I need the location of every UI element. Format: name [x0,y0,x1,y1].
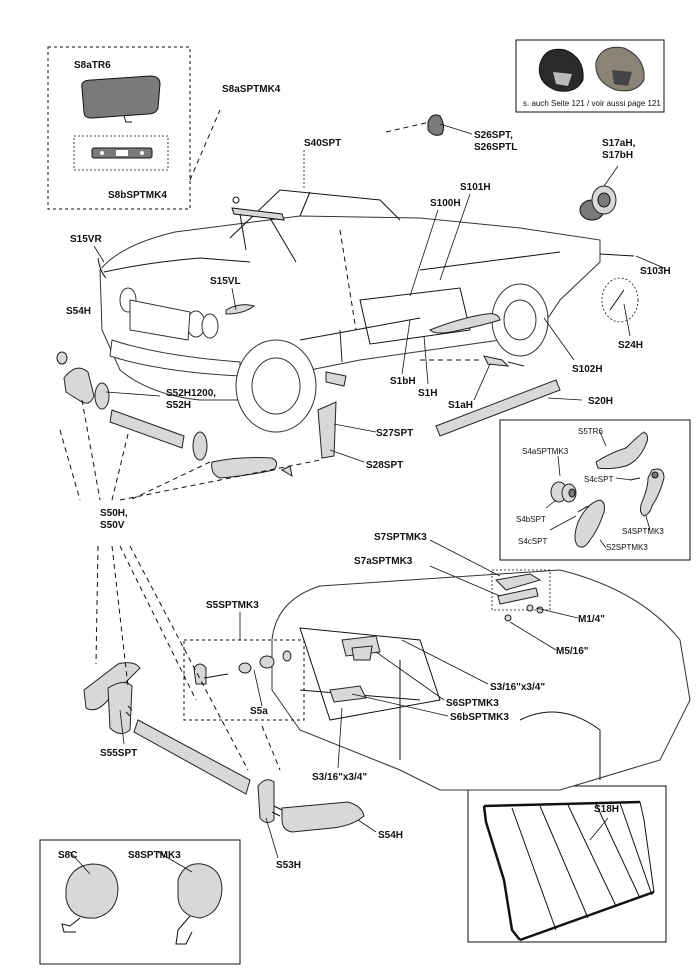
bumper-bar-front [109,409,185,449]
label-s1ah: S1aH [448,400,473,411]
label-s4sptmk3: S4SPTMK3 [622,527,664,536]
door-lever-handle [574,499,605,548]
rubber-pad-left [94,382,110,410]
label-s8bsptmk4: S8bSPTMK4 [108,190,167,201]
rear-bumper-bar [133,719,251,795]
label-s1bh: S1bH [390,376,416,387]
label-s15vr: S15VR [70,234,102,245]
gear-knob-wood [595,46,645,92]
label-s103h: S103H [640,266,671,277]
label-s55spt: S55SPT [100,748,137,759]
label-s52h1200: S52H1200, [166,388,216,399]
label-s24h: S24H [618,340,643,351]
knob-photo-box [515,39,665,113]
label-m14: M1/4" [578,614,605,625]
window-winder-handle [639,468,665,517]
door-handle-inset-box [499,419,691,561]
label-s17bh: S17bH [602,150,633,161]
luggage-rack [482,800,655,942]
small-parts [97,114,639,721]
windscreen-frame-part [231,196,297,263]
rear-pad-right [257,779,275,824]
interior-mirror [81,75,161,119]
overrider-left [63,367,95,404]
label-s4cspt-a: S4cSPT [584,475,613,484]
leader-lines [69,123,665,875]
front-car-drawing [99,189,601,433]
escutcheon [550,481,577,503]
label-s50v: S50V [100,520,125,531]
label-s18h: S18H [594,804,619,815]
label-s316-b: S3/16"x3/4" [312,772,367,783]
overrider-right [211,457,278,479]
door-handle-ext [429,313,501,334]
label-s5a: S5a [250,706,268,717]
label-m516: M5/16" [556,646,589,657]
gear-knob-small [427,114,445,136]
rear-overrider-right [281,801,365,833]
gear-knob-black [538,48,584,92]
label-s8sptmk3: S8SPTMK3 [128,850,181,861]
label-s4asptmk3: S4aSPTMK3 [522,447,569,456]
s54h-part-top [56,351,68,365]
luggage-rack-inset-box [467,785,667,943]
interior-pull-handle [595,431,649,470]
rubber-pad-right [192,431,208,461]
label-s7asptmk3: S7aSPTMK3 [354,556,413,567]
boot-catch [491,569,551,622]
label-s28spt: S28SPT [366,460,403,471]
rear-bumper-parts [83,662,365,833]
bracket-s27 [317,401,337,459]
label-s2sptmk3: S2SPTMK3 [606,543,648,552]
label-s1h: S1H [418,388,437,399]
bumper-parts [56,351,293,479]
label-s40spt: S40SPT [304,138,341,149]
label-s52h: S52H [166,400,191,411]
label-s6bsptmk3: S6bSPTMK3 [450,712,509,723]
exterior-mirror-round [65,863,119,919]
label-s100h: S100H [430,198,461,209]
exterior-mirror-tall [177,863,223,919]
label-s50h: S50H, [100,508,128,519]
label-s8c: S8C [58,850,77,861]
boot-hinge [329,635,381,703]
label-s4cspt-b: S4cSPT [518,537,547,546]
label-s5tr6: S5TR6 [578,427,603,436]
label-s8atr6: S8aTR6 [74,60,111,71]
label-s7sptmk3: S7SPTMK3 [374,532,427,543]
boot-lock [193,650,292,685]
label-s4bspt: S4bSPT [516,515,546,524]
label-s26spt: S26SPT, [474,130,513,141]
mirror-bracket [91,147,153,159]
label-s26sptl: S26SPTL [474,142,517,153]
fuel-cap [579,185,617,221]
label-s6sptmk3: S6SPTMK3 [446,698,499,709]
mirror-inset-box [47,46,191,210]
label-s53h: S53H [276,860,301,871]
lock-barrel [483,355,510,367]
label-s316-a: S3/16"x3/4" [490,682,545,693]
label-s102h: S102H [572,364,603,375]
label-see-also: s. auch Seite 121 / voir aussi page 121 [523,99,661,108]
label-s20h: S20H [588,396,613,407]
label-s101h: S101H [460,182,491,193]
label-s54h-bottom: S54H [378,830,403,841]
label-s15vl: S15VL [210,276,241,287]
exterior-mirror-inset-box [39,839,241,965]
label-s8asptmk4: S8aSPTMK4 [222,84,281,95]
sill-trim [435,379,561,437]
part-labels: S8aTR6 S8aSPTMK4 S8bSPTMK4 s. auch Seite… [58,60,671,871]
label-s27spt: S27SPT [376,428,413,439]
guide-lines [59,109,480,771]
rear-pad-left [107,682,133,734]
label-s54h-top: S54H [66,306,91,317]
label-s5sptmk3: S5SPTMK3 [206,600,259,611]
label-s17ah: S17aH, [602,138,636,149]
